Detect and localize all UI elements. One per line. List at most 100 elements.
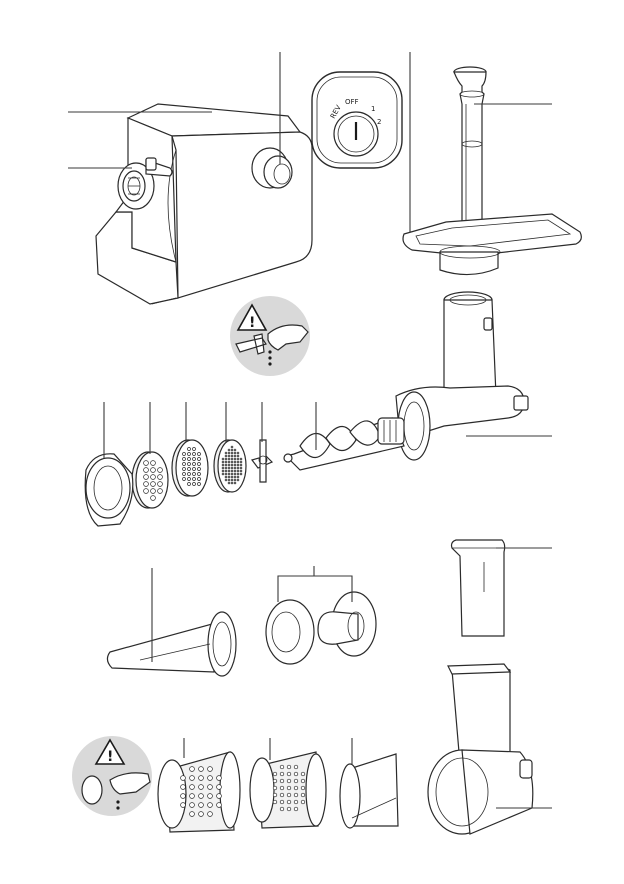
perforation (183, 453, 186, 456)
perforation (287, 786, 291, 790)
perforation (158, 468, 163, 473)
perforation (237, 455, 239, 457)
perforation (240, 458, 242, 460)
perforation (193, 453, 196, 456)
perforation (280, 793, 284, 797)
feeding-tray (403, 214, 581, 275)
perforation (158, 475, 163, 480)
perforation (151, 482, 156, 487)
coarse-grating-drum (158, 752, 240, 832)
perforation (193, 448, 196, 451)
perforation (237, 464, 239, 466)
perforation (193, 458, 196, 461)
perforation (231, 476, 233, 478)
perforation (294, 807, 298, 811)
mincer-housing (396, 292, 528, 460)
blade-warning-illustration: ! (230, 296, 310, 376)
perforation (199, 776, 204, 781)
perforation (208, 794, 213, 799)
perforation (273, 779, 277, 783)
perforation (240, 464, 242, 466)
cutting-knife (252, 440, 272, 482)
perforation (208, 776, 213, 781)
perforation (188, 463, 191, 466)
switch-label-1: 1 (371, 105, 375, 113)
perforation (190, 776, 195, 781)
perforation (234, 482, 236, 484)
perforation (193, 468, 196, 471)
perforation (294, 772, 298, 776)
perforation (188, 458, 191, 461)
perforation (222, 458, 224, 460)
perforation (208, 767, 213, 772)
perforation (144, 475, 149, 480)
perforation (240, 461, 242, 463)
perforation (231, 455, 233, 457)
perforation (240, 467, 242, 469)
mincer-screw (284, 418, 404, 470)
perforation (188, 448, 191, 451)
slicing-drum (340, 754, 398, 828)
sausage-filler (107, 612, 236, 676)
perforation (222, 470, 224, 472)
perforation (183, 463, 186, 466)
perforation (234, 470, 236, 472)
perforation (228, 473, 230, 475)
perforation (183, 458, 186, 461)
food-pusher (454, 67, 486, 226)
perforation (240, 470, 242, 472)
perforation (234, 479, 236, 481)
perforation (198, 478, 201, 481)
perforation (228, 482, 230, 484)
perforation (193, 463, 196, 466)
perforation (217, 776, 222, 781)
perforation (188, 473, 191, 476)
drum-warning-illustration: ! (72, 736, 152, 816)
perforation (190, 785, 195, 790)
perforation (222, 473, 224, 475)
perforation (237, 476, 239, 478)
perforation (228, 461, 230, 463)
perforation (280, 807, 284, 811)
perforation (190, 803, 195, 808)
perforation (234, 467, 236, 469)
perforation (287, 779, 291, 783)
mincing-disc-medium (172, 440, 208, 496)
perforation (234, 461, 236, 463)
perforation (294, 765, 298, 769)
mincing-disc-fine (214, 440, 246, 492)
perforation (228, 467, 230, 469)
perforation (231, 446, 233, 448)
perforation (225, 476, 227, 478)
perforation (198, 458, 201, 461)
perforation (280, 765, 284, 769)
perforation (273, 800, 277, 804)
perforation (231, 452, 233, 454)
perforation (231, 479, 233, 481)
perforation (231, 461, 233, 463)
perforation (301, 793, 305, 797)
perforation (237, 470, 239, 472)
perforation (190, 794, 195, 799)
perforation (228, 452, 230, 454)
perforation (225, 470, 227, 472)
perforation (294, 786, 298, 790)
perforation (225, 458, 227, 460)
perforation (151, 489, 156, 494)
perforation (183, 468, 186, 471)
perforation (237, 467, 239, 469)
perforation (183, 478, 186, 481)
perforation (234, 458, 236, 460)
perforation (240, 473, 242, 475)
perforation (237, 452, 239, 454)
perforation (294, 793, 298, 797)
mincing-disc-coarse (132, 452, 168, 508)
perforation (280, 779, 284, 783)
perforation (188, 483, 191, 486)
slicer-feed-tube (452, 540, 507, 636)
perforation (181, 803, 186, 808)
perforation (280, 786, 284, 790)
perforation (198, 453, 201, 456)
perforation (287, 793, 291, 797)
switch-label-off: OFF (345, 98, 359, 106)
